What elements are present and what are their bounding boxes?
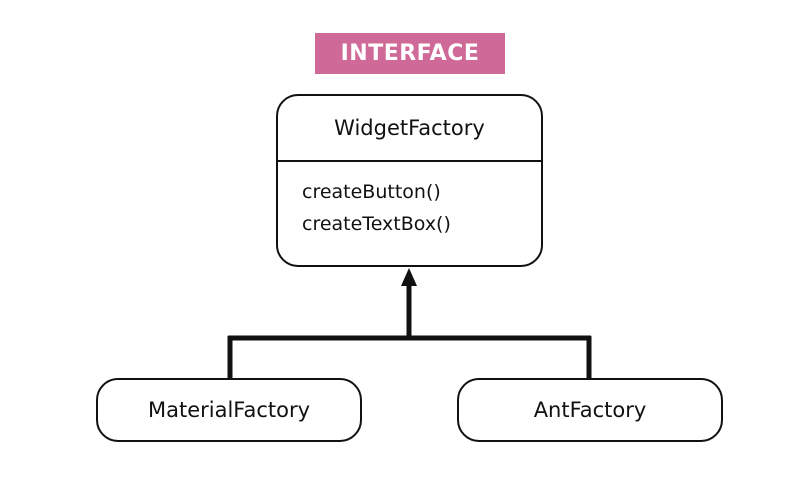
- method-create-textbox: createTextBox(): [302, 213, 451, 235]
- stereotype-label: INTERFACE: [315, 33, 505, 74]
- class-material-factory-label: MaterialFactory: [147, 398, 311, 422]
- interface-box: WidgetFactory createButton() createTextB…: [276, 94, 543, 267]
- method-create-button: createButton(): [302, 181, 441, 203]
- inheritance-arrowhead: [401, 268, 417, 286]
- class-ant-factory-label: AntFactory: [533, 398, 647, 422]
- interface-name: WidgetFactory: [278, 96, 541, 162]
- class-ant-factory: AntFactory: [457, 378, 723, 442]
- interface-methods: createButton() createTextBox(): [278, 162, 541, 240]
- class-material-factory: MaterialFactory: [96, 378, 362, 442]
